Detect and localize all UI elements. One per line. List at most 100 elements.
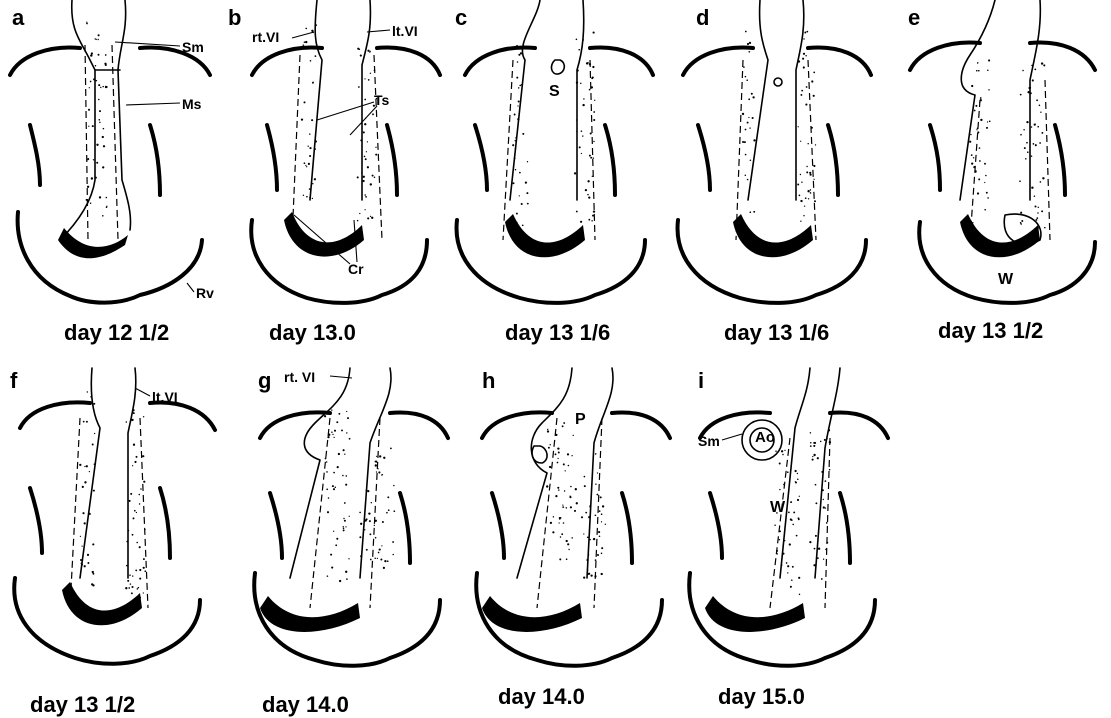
stipple-dot — [566, 507, 567, 508]
stipple-dot — [1027, 151, 1029, 153]
stipple-dot — [748, 98, 750, 100]
stipple-dot — [813, 72, 815, 74]
stipple-dot — [1035, 219, 1037, 221]
stipple-dot — [986, 127, 988, 129]
stipple-dot — [515, 148, 517, 150]
stipple-dot — [804, 32, 806, 34]
stipple-dot — [516, 77, 518, 79]
stipple-dot — [747, 179, 749, 181]
stipple-dot — [592, 176, 593, 177]
panel-e-label-w: W — [998, 272, 1013, 288]
stipple-dot — [977, 128, 978, 129]
stipple-dot — [749, 211, 751, 213]
stipple-dot — [598, 531, 600, 533]
stipple-dot — [797, 184, 799, 186]
stipple-dot — [980, 119, 982, 121]
stipple-dot — [986, 192, 988, 194]
stipple-dot — [977, 62, 979, 64]
stipple-dot — [605, 524, 606, 525]
stipple-dot — [587, 194, 589, 196]
stipple-dot — [596, 494, 598, 496]
stipple-dot — [1037, 212, 1038, 213]
stipple-dot — [547, 430, 549, 432]
stipple-dot — [974, 110, 976, 112]
stipple-dot — [525, 181, 527, 183]
stipple-dot — [591, 220, 592, 221]
stipple-dot — [744, 141, 746, 143]
stipple-dot — [576, 81, 578, 83]
stipple-dot — [742, 141, 744, 143]
stipple-dot — [599, 510, 601, 512]
stipple-dot — [807, 143, 808, 144]
stipple-dot — [803, 215, 804, 216]
stipple-dot — [1040, 181, 1042, 183]
stipple-dot — [810, 174, 812, 176]
stipple-dot — [587, 569, 588, 570]
stipple-dot — [575, 488, 577, 490]
stipple-dot — [555, 495, 557, 497]
stipple-dot — [803, 38, 804, 39]
stipple-dot — [978, 70, 980, 72]
stipple-dot — [558, 452, 560, 454]
stipple-dot — [565, 470, 566, 471]
stipple-dot — [1038, 207, 1039, 208]
stipple-dot — [552, 531, 554, 533]
stipple-dot — [979, 147, 981, 149]
stipple-dot — [973, 166, 975, 168]
stipple-dot — [752, 96, 754, 98]
stipple-dot — [546, 485, 548, 487]
stipple-dot — [813, 165, 815, 167]
stipple-dot — [581, 153, 582, 154]
stipple-dot — [582, 39, 584, 41]
panel-c-drawing — [445, 0, 667, 350]
stipple-dot — [583, 576, 585, 578]
stipple-dot — [586, 559, 588, 561]
stipple-dot — [1031, 126, 1033, 128]
stipple-dot — [813, 179, 814, 180]
stipple-dot — [592, 66, 594, 68]
stipple-dot — [1026, 121, 1028, 123]
panel-c-label-s: S — [549, 84, 560, 100]
stipple-dot — [798, 60, 800, 62]
stipple-dot — [564, 490, 565, 491]
stipple-dot — [560, 536, 562, 538]
panel-a-caption: day 12 1/2 — [64, 322, 169, 344]
stipple-dot — [806, 86, 808, 88]
stipple-dot — [594, 100, 595, 101]
stipple-dot — [593, 538, 595, 540]
stipple-dot — [1036, 99, 1038, 101]
stipple-dot — [1021, 220, 1023, 222]
stipple-dot — [593, 32, 595, 34]
stipple-dot — [742, 113, 744, 115]
panel-c-caption: day 13 1/6 — [505, 322, 610, 344]
stipple-dot — [980, 97, 982, 99]
stipple-dot — [587, 62, 589, 64]
stipple-dot — [595, 559, 597, 561]
stipple-dot — [805, 55, 806, 56]
stipple-dot — [583, 98, 584, 99]
stipple-dot — [593, 210, 595, 212]
panel-i-pointers — [680, 368, 900, 718]
stipple-dot — [748, 51, 750, 53]
stipple-dot — [574, 172, 576, 174]
stipple-dot — [527, 161, 528, 162]
stipple-dot — [745, 154, 747, 156]
panel-c: c S day 13 1/6 — [445, 0, 667, 350]
stipple-dot — [806, 171, 808, 173]
stipple-dot — [519, 85, 521, 87]
stipple-dot — [550, 444, 551, 445]
stipple-dot — [807, 190, 809, 192]
stipple-dot — [570, 486, 572, 488]
stipple-dot — [595, 483, 596, 484]
stipple-dot — [985, 175, 987, 177]
stipple-dot — [987, 70, 989, 72]
stipple-dot — [514, 158, 516, 160]
stipple-dot — [576, 502, 578, 504]
stipple-dot — [583, 533, 584, 534]
stipple-dot — [588, 219, 590, 221]
stipple-dot — [517, 105, 518, 106]
stipple-dot — [1020, 134, 1022, 136]
stipple-dot — [972, 222, 974, 224]
stipple-dot — [984, 163, 986, 165]
stipple-dot — [522, 224, 524, 226]
